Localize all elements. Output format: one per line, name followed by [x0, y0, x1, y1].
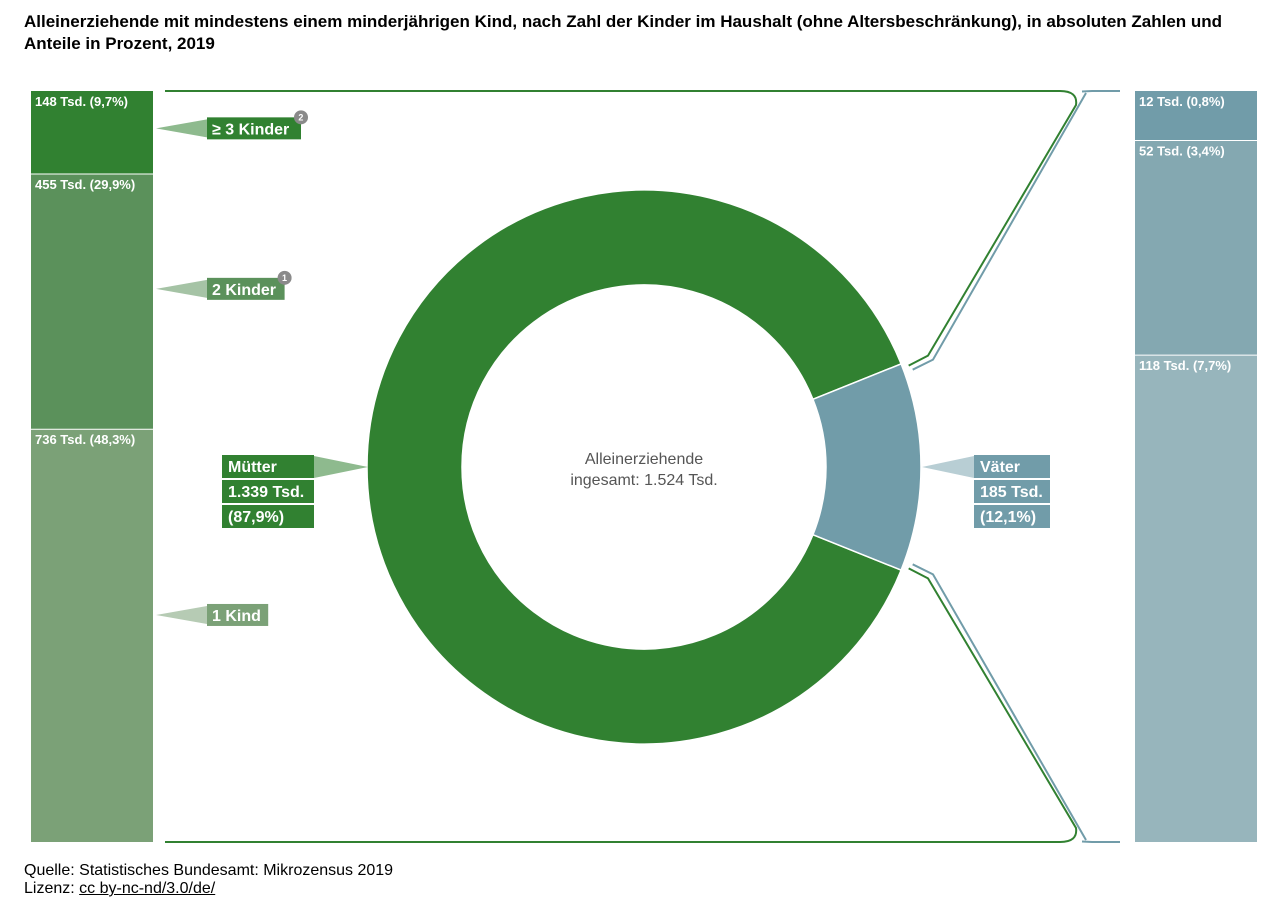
mothers-bar-label: 736 Tsd. (48,3%)	[35, 432, 135, 447]
category-box	[207, 277, 285, 300]
connector-line-top	[165, 90, 1078, 367]
license-line: Lizenz: cc by-nc-nd/3.0/de/	[24, 880, 393, 898]
donut-slice-fathers	[811, 362, 922, 572]
fathers-label-box	[974, 505, 1050, 528]
mothers-bar-segment	[31, 91, 153, 175]
mothers-label-text: Mütter	[228, 459, 277, 476]
connector-line-bottom-blue	[912, 563, 1087, 841]
fathers-bar-label: 12 Tsd. (0,8%)	[1139, 94, 1225, 109]
license-prefix: Lizenz:	[24, 880, 80, 897]
footer: Quelle: Statistisches Bundesamt: Mikroze…	[24, 862, 393, 898]
category-label: ≥ 3 Kinder	[212, 121, 289, 138]
mothers-label-box	[222, 480, 314, 503]
fathers-bar-label: 118 Tsd. (7,7%)	[1139, 358, 1231, 373]
callout-pointer	[156, 605, 207, 624]
mothers-label-text: (87,9%)	[228, 509, 284, 526]
fathers-bar-segment	[1135, 355, 1257, 842]
connector-line-top-right	[1081, 90, 1120, 93]
mothers-label-box	[222, 505, 314, 528]
fathers-label-text: 185 Tsd.	[980, 484, 1043, 501]
chart-title: Alleinerziehende mit mindestens einem mi…	[24, 12, 1223, 53]
donut-slice-mothers	[366, 189, 903, 745]
fathers-label-box	[974, 455, 1050, 478]
callout-pointer	[156, 119, 207, 138]
center-label-line1: Alleinerziehende	[585, 451, 703, 468]
fathers-bar-segment	[1135, 91, 1257, 141]
center-label-line2: ingesamt: 1.524 Tsd.	[570, 472, 717, 489]
footnote-badge-icon	[277, 270, 292, 285]
mothers-bar-segment	[31, 174, 153, 430]
fathers-bar-label: 52 Tsd. (3,4%)	[1139, 144, 1225, 159]
mothers-bar-label: 148 Tsd. (9,7%)	[35, 94, 128, 109]
fathers-label-text: (12,1%)	[980, 509, 1036, 526]
footnote-badge-icon	[294, 110, 308, 125]
source-text: Quelle: Statistisches Bundesamt: Mikroze…	[24, 862, 394, 879]
category-box	[207, 117, 301, 140]
fathers-bar-segment	[1135, 140, 1257, 356]
mothers-label-box	[222, 455, 314, 478]
connector-line-bottom-right	[1081, 840, 1120, 843]
fathers-callout-pointer	[922, 456, 974, 478]
connector-line-top-blue	[912, 92, 1087, 371]
fathers-label-text: Väter	[980, 459, 1020, 476]
license-link[interactable]: cc by-nc-nd/3.0/de/	[79, 880, 216, 897]
fathers-label-box	[974, 480, 1050, 503]
category-label: 2 Kinder	[212, 282, 276, 299]
category-label: 1 Kind	[212, 608, 261, 625]
callout-pointer	[156, 279, 207, 298]
mothers-callout-pointer	[314, 456, 368, 478]
category-box	[207, 603, 269, 626]
footnote-badge-number: 1	[282, 273, 287, 283]
mothers-bar-label: 455 Tsd. (29,9%)	[35, 177, 135, 192]
mothers-bar-segment	[31, 429, 153, 842]
footnote-badge-number: 2	[298, 113, 303, 123]
connector-line-bottom	[165, 567, 1078, 843]
mothers-label-text: 1.339 Tsd.	[228, 484, 304, 501]
